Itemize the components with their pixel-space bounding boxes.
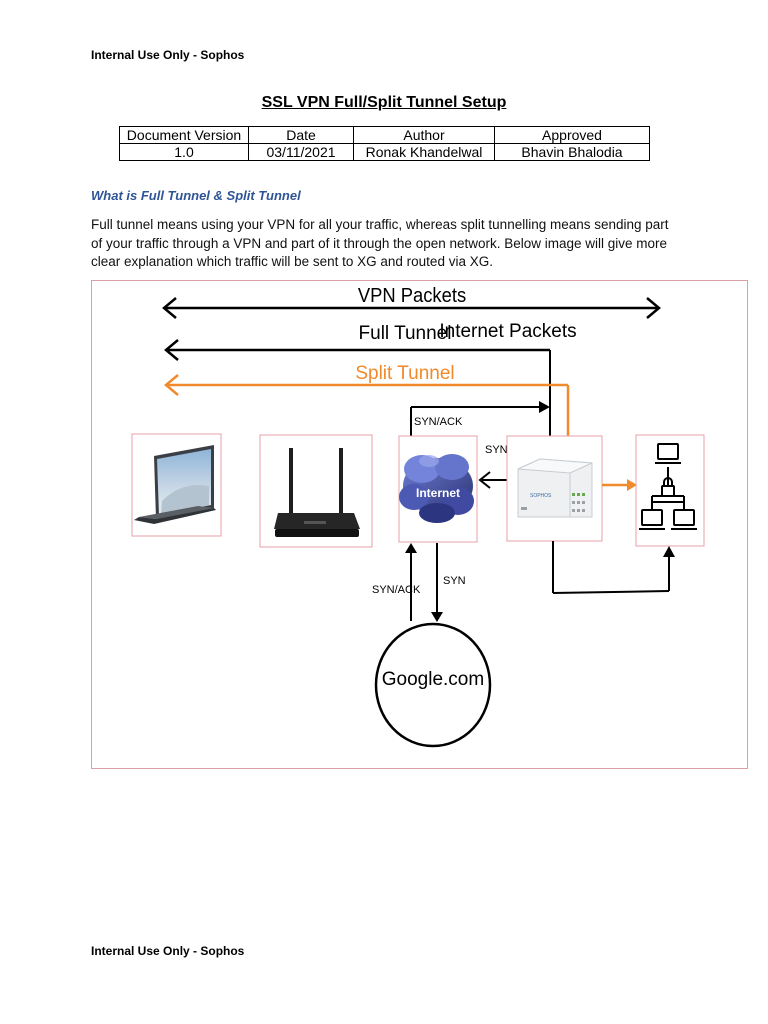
page-footer: Internal Use Only - Sophos bbox=[91, 944, 245, 958]
firewall-brand-label: SOPHOS bbox=[530, 493, 552, 499]
google-node: Google.com bbox=[374, 622, 492, 748]
laptop-icon bbox=[134, 445, 216, 524]
network-tile bbox=[635, 434, 705, 547]
header-author: Author bbox=[353, 126, 495, 144]
syn-arrow-to-internet bbox=[478, 471, 507, 489]
internet-google-arrows bbox=[405, 543, 443, 622]
cell-author: Ronak Khandelwal bbox=[353, 143, 495, 161]
router-icon bbox=[274, 448, 360, 537]
syn-ack-top-label: SYN/ACK bbox=[414, 416, 463, 428]
split-arrow-to-network bbox=[602, 479, 637, 491]
full-tunnel-arrow bbox=[164, 339, 551, 436]
document-info-table: Document Version Date Author Approved 1.… bbox=[119, 126, 650, 161]
cloud-icon bbox=[399, 454, 474, 523]
cell-approved: Bhavin Bhalodia bbox=[494, 143, 650, 161]
network-icon bbox=[639, 443, 697, 530]
internet-tile: Internet bbox=[398, 435, 478, 543]
section-paragraph: Full tunnel means using your VPN for all… bbox=[91, 217, 669, 269]
internet-label: Internet bbox=[416, 486, 460, 500]
tunnel-diagram-svg: VPN Packets Full Tunnel Internet Packets… bbox=[131, 285, 705, 748]
syn-ack-path bbox=[410, 401, 550, 436]
table-row: 1.0 03/11/2021 Ronak Khandelwal Bhavin B… bbox=[119, 143, 650, 161]
firewall-to-network-path bbox=[552, 541, 675, 594]
google-label: Google.com bbox=[382, 669, 484, 690]
page-header: Internal Use Only - Sophos bbox=[91, 48, 245, 62]
split-tunnel-arrow bbox=[164, 374, 570, 436]
laptop-tile bbox=[131, 433, 222, 537]
router-tile bbox=[259, 434, 373, 548]
full-tunnel-label: Full Tunnel bbox=[359, 323, 452, 344]
internet-packets-label: Internet Packets bbox=[439, 321, 576, 342]
syn-right-label: SYN bbox=[485, 444, 508, 456]
section-heading: What is Full Tunnel & Split Tunnel bbox=[91, 188, 301, 203]
table-header-row: Document Version Date Author Approved bbox=[119, 126, 650, 144]
vpn-packets-label: VPN Packets bbox=[358, 285, 466, 307]
page-title: SSL VPN Full/Split Tunnel Setup bbox=[261, 94, 507, 111]
header-document-version: Document Version bbox=[119, 126, 249, 144]
syn-bottom-label: SYN bbox=[443, 575, 466, 587]
split-tunnel-label: Split Tunnel bbox=[355, 363, 454, 384]
cell-version: 1.0 bbox=[119, 143, 249, 161]
header-approved: Approved bbox=[494, 126, 650, 144]
vpn-packets-arrow bbox=[162, 297, 661, 319]
header-date: Date bbox=[248, 126, 354, 144]
syn-ack-bottom-label: SYN/ACK bbox=[372, 584, 421, 596]
tunnel-diagram: VPN Packets Full Tunnel Internet Packets… bbox=[91, 280, 748, 769]
firewall-tile: SOPHOS bbox=[506, 435, 603, 542]
firewall-icon bbox=[517, 458, 593, 518]
cell-date: 03/11/2021 bbox=[248, 143, 354, 161]
